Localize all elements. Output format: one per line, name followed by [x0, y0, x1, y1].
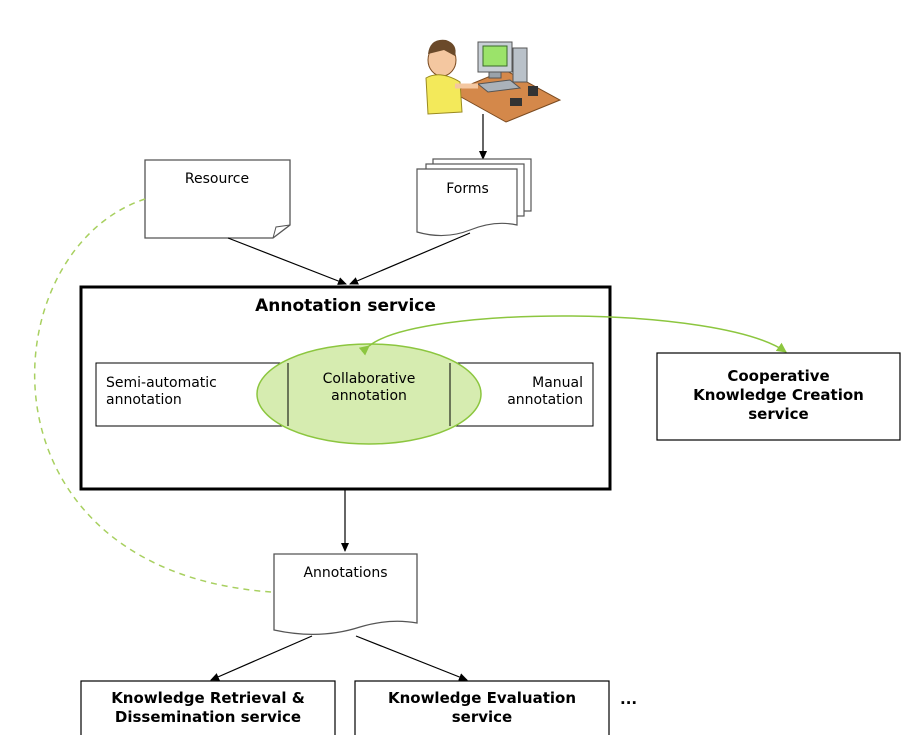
retrieval-service-label: Knowledge Retrieval & Dissemination serv… — [81, 689, 335, 727]
resource-document — [144, 159, 291, 239]
semi-automatic-line2: annotation — [106, 391, 182, 408]
manual-annotation-label: Manual annotation — [452, 375, 583, 409]
retrieval-line1: Knowledge Retrieval & — [111, 689, 305, 707]
evaluation-line2: service — [451, 707, 513, 726]
retrieval-line2: Dissemination service — [114, 707, 302, 726]
annotations-label: Annotations — [303, 565, 388, 581]
more-services-ellipsis: ... — [620, 690, 638, 708]
evaluation-line1: Knowledge Evaluation — [387, 689, 577, 707]
cooperative-line3: service — [748, 404, 809, 423]
collaborative-line2: annotation — [331, 387, 407, 404]
manual-line2: annotation — [507, 391, 583, 408]
collaborative-line1: Collaborative — [322, 371, 416, 387]
retrieval-service-box — [80, 680, 336, 735]
evaluation-service-label: Knowledge Evaluation service — [355, 689, 609, 727]
semi-automatic-line1: Semi-automatic — [106, 375, 217, 391]
resource-label: Resource — [184, 171, 250, 187]
resource-annotations-link — [33, 198, 272, 593]
cooperative-service-box — [656, 352, 901, 441]
person-at-computer-icon — [425, 39, 562, 123]
forms-label: Forms — [446, 181, 489, 197]
annotations-document — [273, 553, 418, 635]
cooperative-service-label: Cooperative Knowledge Creation service — [657, 367, 900, 423]
collaboration-link — [358, 315, 787, 356]
forms-document-stack — [416, 158, 532, 237]
collaborative-annotation-label: Collaborative annotation — [290, 371, 448, 405]
cooperative-line1: Cooperative — [727, 367, 830, 385]
manual-line1: Manual — [532, 375, 583, 391]
evaluation-service-box — [354, 680, 610, 735]
semi-automatic-annotation-label: Semi-automatic annotation — [96, 375, 288, 409]
annotation-service-title: Annotation service — [255, 296, 436, 316]
cooperative-line2: Knowledge Creation — [693, 385, 864, 404]
